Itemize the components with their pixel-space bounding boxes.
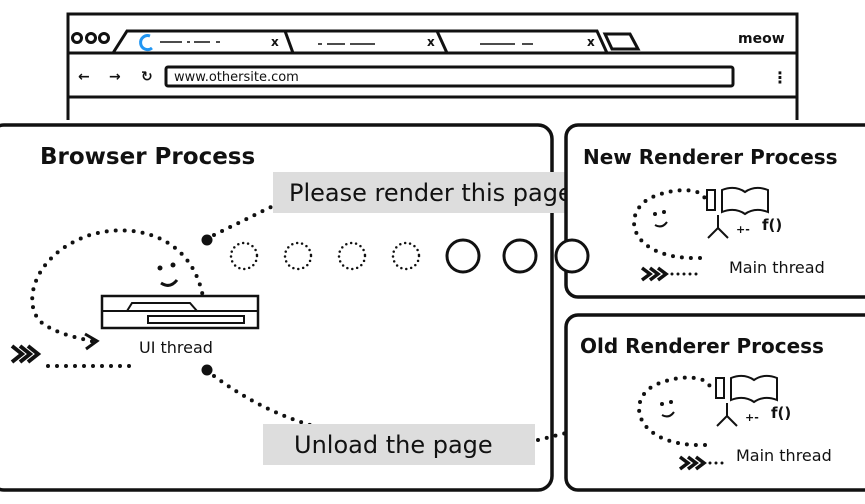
tab-3[interactable]: x — [437, 29, 609, 54]
old-renderer-thread-label: Main thread — [736, 446, 832, 465]
tab-active[interactable]: x — [111, 29, 295, 54]
mini-browser-icon — [100, 294, 260, 330]
books-tools-icon: +- f() — [706, 186, 782, 239]
tab-2[interactable]: x — [285, 29, 449, 54]
browser-process: Browser Process UI thread — [0, 123, 554, 492]
url-text[interactable]: www.othersite.com — [174, 70, 299, 85]
svg-text:+-: +- — [736, 223, 750, 236]
back-icon[interactable]: ← — [78, 69, 90, 85]
loading-spinner-icon — [139, 34, 153, 52]
new-renderer-title: New Renderer Process — [583, 145, 838, 169]
menu-icon[interactable]: ⋮ — [772, 68, 788, 87]
thread-chevrons-icon — [10, 344, 42, 364]
ipc-message-circles — [229, 238, 538, 274]
tab-close-icon[interactable]: x — [271, 35, 279, 49]
unload-origin-dot — [201, 364, 213, 376]
new-tab-button[interactable] — [602, 32, 641, 51]
reload-icon[interactable]: ↻ — [141, 69, 153, 85]
books-tools-icon: +- f() — [715, 374, 791, 427]
tab-close-icon[interactable]: x — [587, 35, 595, 49]
new-renderer-process: New Renderer Process +- f() Main thread — [564, 123, 865, 299]
ui-thread-label: UI thread — [139, 338, 213, 357]
unload-label: Unload the page — [294, 431, 493, 459]
window-controls[interactable] — [71, 32, 110, 44]
message-origin-dot — [201, 234, 213, 246]
formula-label: f() — [771, 404, 791, 422]
formula-label: f() — [762, 216, 782, 234]
thread-loop — [30, 228, 207, 344]
svg-text:+-: +- — [745, 411, 759, 424]
arrow-icon — [84, 332, 100, 351]
unload-label-bg — [263, 424, 535, 465]
face-icon — [157, 262, 179, 287]
render-request-label: Please render this page — [289, 179, 573, 207]
unload-connector — [212, 374, 312, 427]
old-renderer-process: Old Renderer Process +- f() Main thread — [564, 313, 865, 492]
new-renderer-thread-label: Main thread — [729, 258, 825, 277]
forward-icon[interactable]: → — [109, 69, 121, 85]
ipc-message-circle — [554, 238, 590, 274]
profile-name: meow — [738, 31, 785, 47]
thread-chevrons-icon — [678, 455, 707, 471]
tab-close-icon[interactable]: x — [427, 35, 435, 49]
thread-chevrons-icon — [640, 266, 669, 282]
browser-process-title: Browser Process — [40, 144, 255, 170]
address-bar[interactable] — [164, 65, 735, 88]
render-request-label-bg — [273, 172, 595, 213]
browser-window: x x x meow ← → ↻ www.othersite.com ⋮ — [66, 12, 799, 120]
old-renderer-title: Old Renderer Process — [580, 334, 824, 358]
thread-loop — [632, 188, 707, 261]
